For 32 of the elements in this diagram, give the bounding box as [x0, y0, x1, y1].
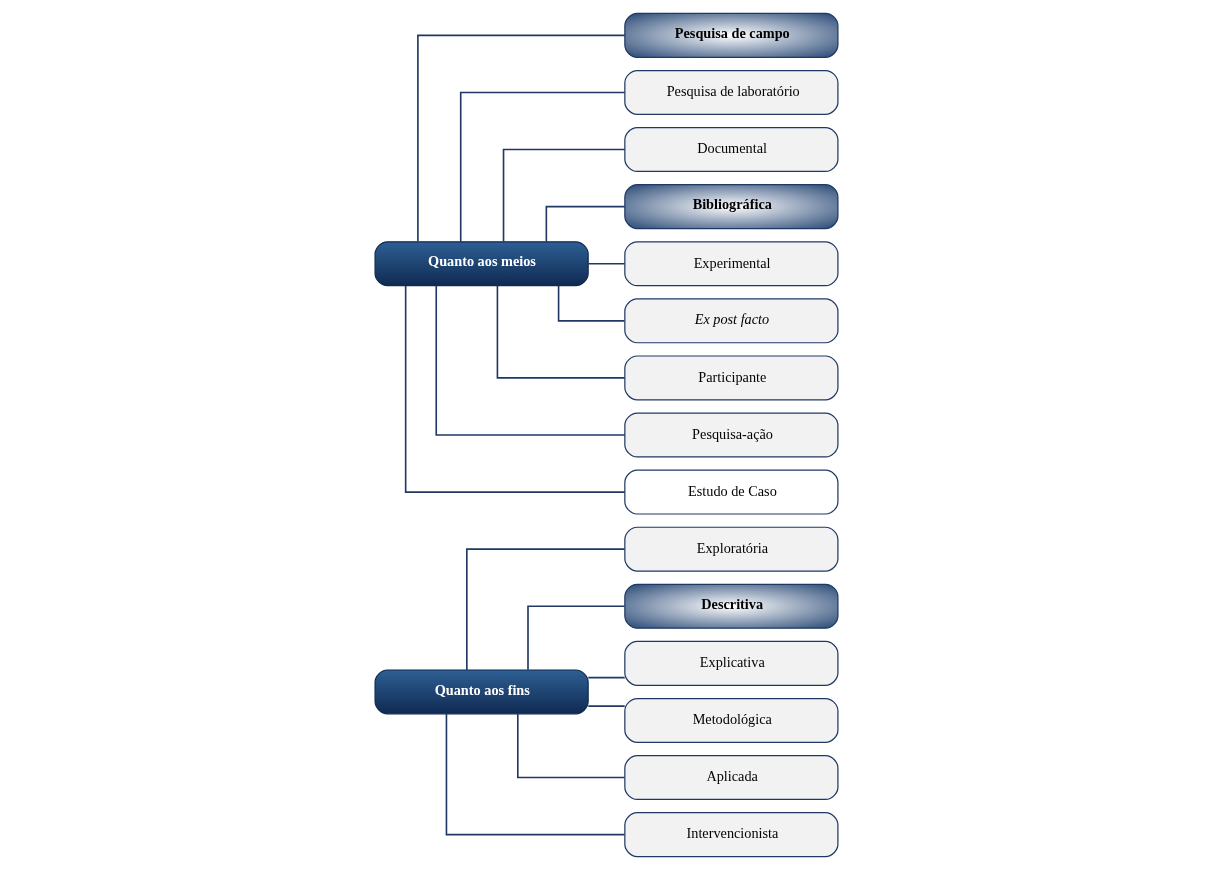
connector — [434, 284, 626, 436]
node-box: Estudo de Caso — [623, 469, 839, 515]
connector — [459, 91, 626, 242]
node-box: Experimental — [623, 240, 839, 286]
connector — [526, 604, 625, 671]
node-box: Descritiva — [623, 583, 839, 629]
node-box: Quanto aos fins — [373, 668, 589, 714]
node-box: Pesquisa-ação — [623, 411, 839, 458]
node-box: Aplicada — [623, 754, 839, 800]
node-box: Bibliográfica — [623, 183, 839, 229]
connector — [404, 284, 626, 493]
connector — [516, 712, 625, 778]
connector — [502, 148, 626, 243]
connector — [586, 262, 625, 265]
node-box: Explicativa — [623, 640, 839, 686]
node-box: Participante — [623, 354, 839, 400]
connector — [496, 284, 625, 379]
connector — [465, 547, 625, 671]
connector — [545, 205, 626, 242]
node-box: Ex post facto — [623, 297, 839, 343]
node-box: Documental — [623, 126, 839, 172]
node-box: Pesquisa de campo — [623, 12, 839, 58]
node-box: Intervencionista — [623, 811, 839, 857]
node-box: Pesquisa de laboratório — [623, 69, 839, 115]
connector — [557, 284, 625, 322]
connector — [586, 676, 625, 678]
connector — [586, 704, 625, 707]
connector — [416, 34, 626, 242]
node-box: Quanto aos meios — [373, 240, 589, 286]
connector — [445, 712, 625, 835]
node-box: Exploratória — [623, 526, 839, 572]
node-box: Metodológica — [623, 697, 839, 743]
